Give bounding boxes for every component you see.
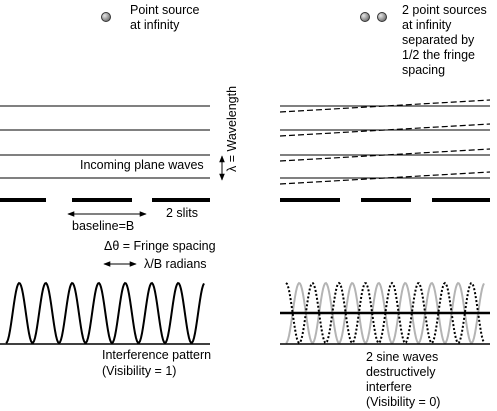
right-panel: 2 point sources at infinity separated by…	[279, 3, 491, 409]
slits-label: 2 slits	[166, 206, 198, 220]
plane-wavefronts	[0, 105, 210, 179]
point-source-a-icon	[360, 12, 370, 22]
interference-wave	[5, 281, 205, 345]
point-source-icon	[101, 12, 111, 22]
point-source-label: Point source at infinity	[130, 3, 203, 32]
point-source-b-icon	[377, 12, 387, 22]
lambda-over-b-label: λ/B radians	[144, 257, 207, 271]
dotted-sine-wave	[285, 281, 485, 345]
tilted-wavefronts	[280, 105, 490, 179]
interference-label: Interference pattern (Visibility = 1)	[102, 348, 215, 378]
fringe-spacing-label: Δθ = Fringe spacing	[104, 239, 216, 253]
tilted-wavefronts-dashed	[279, 99, 491, 185]
destructive-label: 2 sine waves destructively interfere (Vi…	[366, 350, 442, 409]
baseline-label: baseline=B	[72, 219, 134, 233]
plane-waves-label: Incoming plane waves	[80, 158, 204, 172]
two-sources-label: 2 point sources at infinity separated by…	[402, 3, 490, 77]
left-panel: Point source at infinity λ = Wavelength …	[0, 3, 239, 378]
wavelength-label: λ = Wavelength	[225, 86, 239, 172]
